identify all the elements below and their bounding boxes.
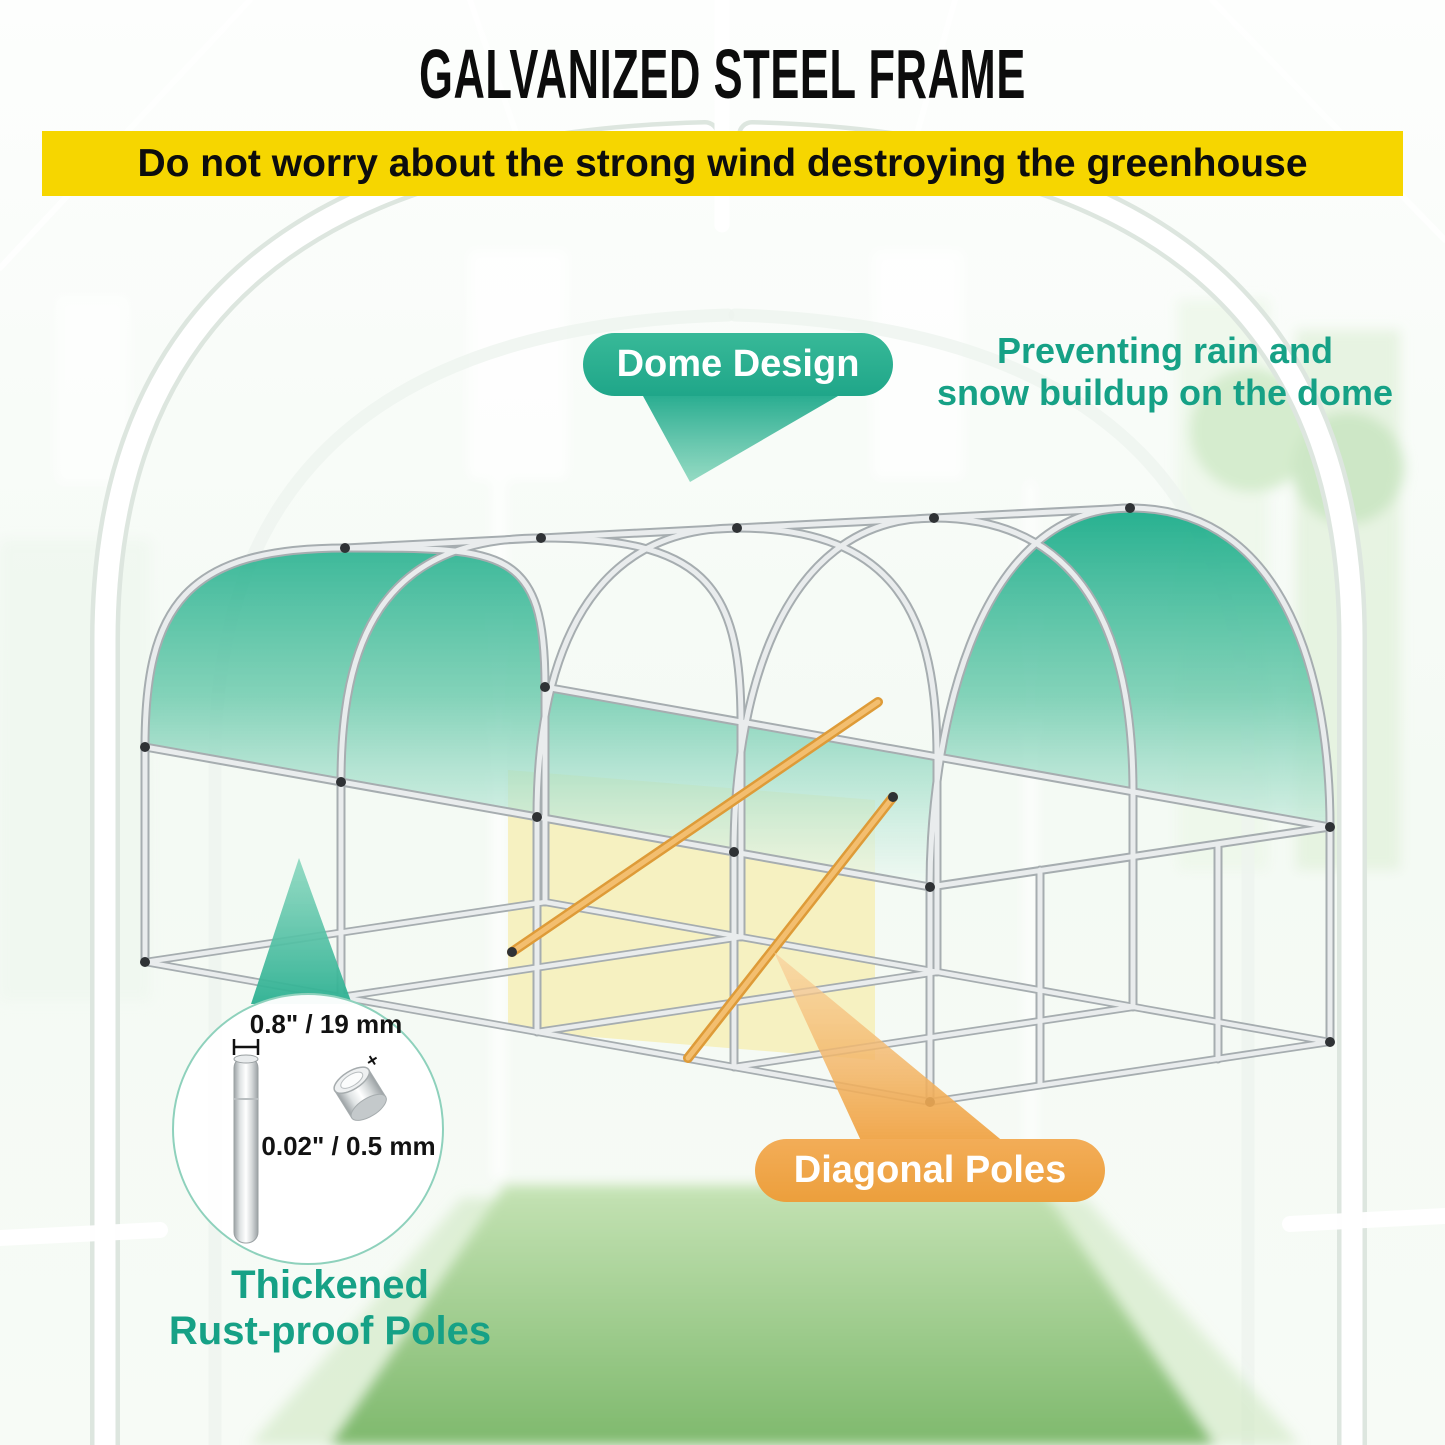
pole-diameter-label: 0.8" / 19 mm — [249, 1009, 403, 1039]
diameter-bracket — [232, 1039, 260, 1055]
dome-note: Preventing rain and snow buildup on the … — [937, 330, 1393, 414]
grass — [250, 1185, 1300, 1445]
dome-callout-arrow — [643, 396, 838, 482]
tube-cross-section-icon — [333, 1055, 387, 1121]
dome-design-badge: Dome Design — [583, 333, 893, 396]
background-base-tubes — [0, 1208, 1445, 1246]
diagonal-callout-arrow — [774, 952, 1005, 1143]
steel-pole-icon — [233, 1054, 259, 1244]
page-title: GALVANIZED STEEL FRAME — [419, 35, 1026, 113]
canopy — [145, 508, 1330, 887]
diagonal-poles — [507, 697, 898, 1063]
pole-wall-thickness-label: 0.02" / 0.5 mm — [261, 1131, 436, 1161]
diagonal-poles-badge: Diagonal Poles — [755, 1139, 1105, 1202]
pole-callout-arrow — [251, 858, 352, 1004]
pole-caption: Thickened Rust-proof Poles — [168, 1263, 492, 1354]
background-windows — [0, 250, 1404, 1180]
pole-detail-circle: 0.8" / 19 mm 0.02" / 0.5 mm — [172, 993, 444, 1265]
info-banner: Do not worry about the strong wind destr… — [42, 131, 1403, 196]
pole-detail-drawing — [232, 1039, 387, 1244]
greenhouse-illustration — [140, 503, 1335, 1107]
